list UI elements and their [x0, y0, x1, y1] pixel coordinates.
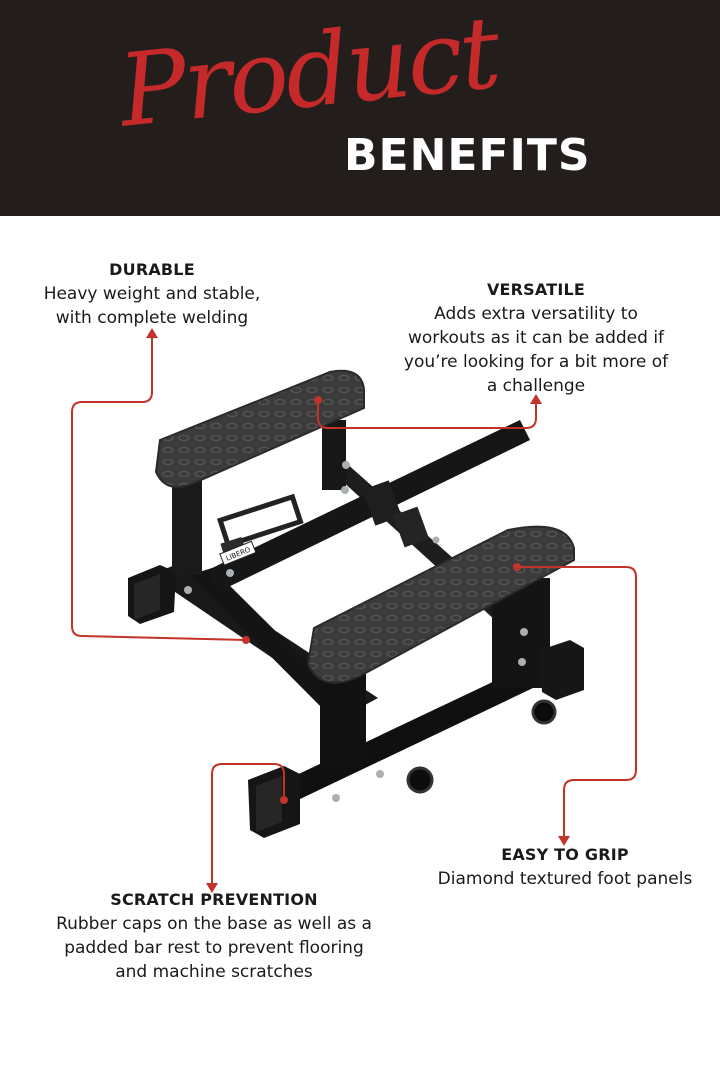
- benefit-versatile: VERSATILE Adds extra versatility to work…: [396, 278, 676, 398]
- grip-heading: EASY TO GRIP: [501, 845, 629, 864]
- versatile-desc-line: you’re looking for a bit more of: [403, 352, 669, 372]
- versatile-heading: VERSATILE: [486, 280, 586, 299]
- scratch-dot-icon: [280, 796, 288, 804]
- benefit-easy-to-grip: EASY TO GRIP Diamond textured foot panel…: [420, 843, 710, 891]
- durable-desc-line: Heavy weight and stable,: [43, 284, 261, 304]
- versatile-arrow-icon: [530, 394, 542, 404]
- versatile-desc-line: Adds extra versatility to: [434, 304, 638, 324]
- foot-panel-back: [154, 369, 365, 488]
- durable-arrow-icon: [146, 328, 158, 338]
- durable-heading: DURABLE: [109, 260, 195, 279]
- scratch-heading: SCRATCH PREVENTION: [110, 890, 318, 909]
- rubber-cap-back: [128, 565, 176, 624]
- grip-dot-icon: [513, 563, 521, 571]
- rubber-cap-right: [540, 640, 584, 700]
- foot-panel-front: [306, 525, 575, 684]
- versatile-desc-line: workouts as it can be added if: [407, 328, 665, 348]
- callout-connectors: [71, 333, 637, 885]
- durable-dot-icon: [242, 636, 250, 644]
- grip-desc-line: Diamond textured foot panels: [437, 869, 693, 889]
- durable-connector: [71, 333, 247, 641]
- scratch-connector: [211, 763, 285, 885]
- grip-arrow-icon: [558, 836, 570, 846]
- versatile-desc-line: a challenge: [486, 376, 586, 396]
- versatile-connector: [317, 400, 537, 429]
- scratch-desc-line: padded bar rest to prevent flooring: [64, 938, 364, 958]
- benefit-durable: DURABLE Heavy weight and stable, with co…: [30, 258, 274, 330]
- scratch-desc-line: and machine scratches: [115, 962, 313, 982]
- scratch-arrow-icon: [206, 883, 218, 893]
- versatile-dot-icon: [314, 396, 322, 404]
- scratch-desc-line: Rubber caps on the base as well as a: [56, 914, 372, 934]
- grip-connector: [517, 566, 637, 838]
- header-banner: Product BENEFITS: [0, 0, 720, 216]
- title-bold-word: BENEFITS: [344, 130, 591, 181]
- callout-markers: [146, 328, 570, 893]
- durable-desc-line: with complete welding: [55, 308, 249, 328]
- benefit-scratch-prevention: SCRATCH PREVENTION Rubber caps on the ba…: [44, 888, 384, 984]
- rubber-cap-front: [248, 766, 300, 838]
